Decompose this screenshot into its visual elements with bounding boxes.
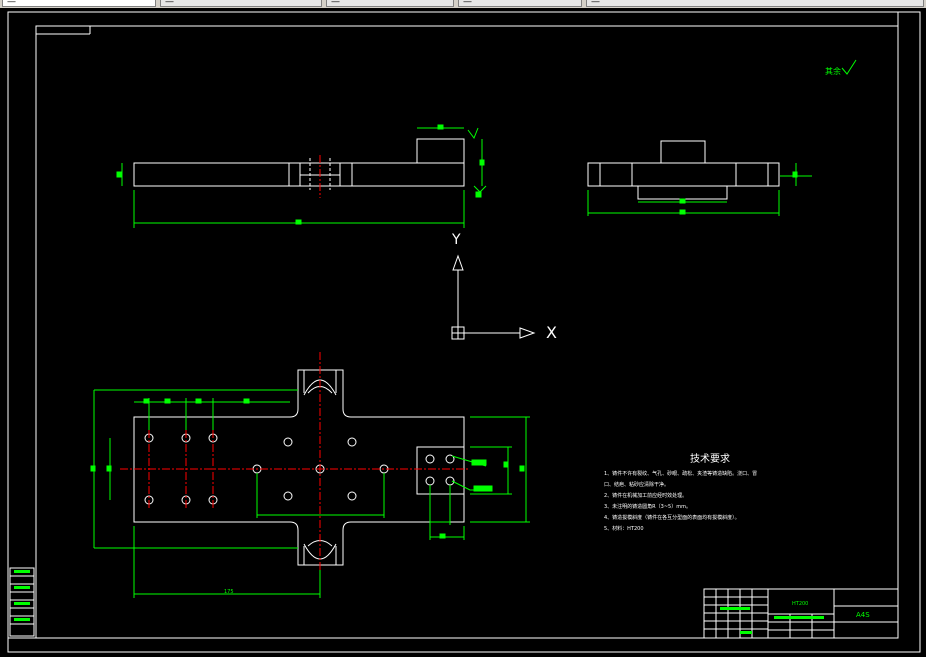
tech-req-line-6: 5、材料：HT200: [604, 525, 644, 532]
tab-drawing-5[interactable]: —: [586, 0, 924, 7]
tech-req-title: 技术要求: [690, 452, 730, 465]
side-view-dimensions: [587, 163, 812, 216]
left-margin-table: [9, 567, 35, 637]
title-block-scale: A4S: [856, 611, 870, 619]
dim-label-bottom: 175: [224, 589, 234, 595]
roughness-symbol: 其余: [825, 59, 857, 76]
ucs-x-label: X: [546, 323, 557, 342]
tech-req-line-2: 口、结疤、粘砂应清除干净。: [604, 481, 669, 488]
title-block: HT200 A4S: [703, 588, 899, 639]
ucs-y-label: Y: [451, 232, 461, 248]
ucs-icon: X Y: [451, 232, 557, 342]
technical-requirements: 技术要求 1、铸件不许有裂纹、气孔、砂眼、疏松、夹渣等铸造缺陷。浇口、冒 口、结…: [604, 452, 757, 532]
tab-drawing-3[interactable]: —: [326, 0, 454, 7]
sheet-border: [7, 11, 921, 653]
side-view: [587, 140, 780, 200]
roughness-label: 其余: [825, 66, 841, 76]
tech-req-line-1: 1、铸件不许有裂纹、气孔、砂眼、疏松、夹渣等铸造缺陷。浇口、冒: [604, 470, 757, 477]
tab-drawing-2[interactable]: —: [160, 0, 322, 7]
top-view-centerlines: [120, 352, 470, 580]
tab-bar: — — — — —: [0, 0, 926, 8]
top-view: [133, 369, 465, 566]
tech-req-line-5: 4、铸造拔模斜度（铸件在各互分型面的表面均有拔模斜度）。: [604, 514, 740, 521]
tech-req-line-3: 2、铸件在机械加工前应经时效处理。: [604, 492, 687, 499]
front-view-dimensions: [116, 124, 487, 228]
top-view-dimensions: 175: [90, 389, 530, 598]
title-block-material: HT200: [792, 601, 808, 607]
front-view: [133, 138, 465, 198]
tab-drawing-1[interactable]: —: [2, 0, 156, 7]
tech-req-line-4: 3、未注明的铸造圆角R（3~5）mm。: [604, 503, 691, 510]
cad-drawing-canvas[interactable]: 其余: [0, 8, 926, 657]
tab-drawing-4[interactable]: —: [458, 0, 582, 7]
